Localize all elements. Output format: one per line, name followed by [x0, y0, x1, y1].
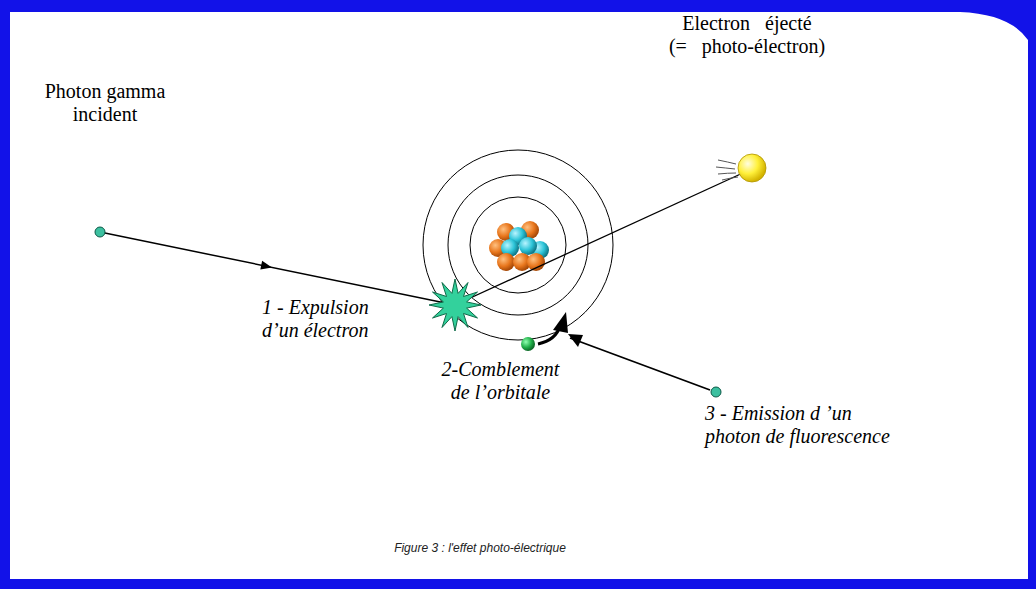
- nucleus: [489, 221, 549, 271]
- step-label: 1 - Expulsion d’un électron: [262, 296, 382, 342]
- photon-arrowhead: [260, 261, 273, 272]
- photon-label: Photon gamma incident: [40, 80, 170, 126]
- fluorescence-photon: [711, 387, 721, 397]
- frame-corner: [960, 12, 1028, 40]
- fluorescence-arrowhead: [568, 334, 583, 347]
- filling-electron: [521, 337, 535, 351]
- filling-arrowhead: [553, 312, 568, 333]
- photon-path: [100, 232, 455, 305]
- step-label: 2-Comblement de l’orbitale: [438, 358, 563, 404]
- impact-burst: [429, 279, 481, 331]
- fluorescence-path: [570, 338, 710, 390]
- electron-path: [455, 172, 745, 305]
- step-label: 3 - Emission d ’un photon de fluorescenc…: [705, 402, 905, 448]
- photon-dot: [95, 227, 105, 237]
- ejected-electron: [738, 154, 766, 182]
- figure-caption: Figure 3 : l'effet photo-électrique: [300, 541, 660, 556]
- frame-ground: [10, 12, 1028, 579]
- electron-label: Electron éjecté (= photo-électron): [668, 12, 826, 58]
- motion-lines: [716, 160, 738, 180]
